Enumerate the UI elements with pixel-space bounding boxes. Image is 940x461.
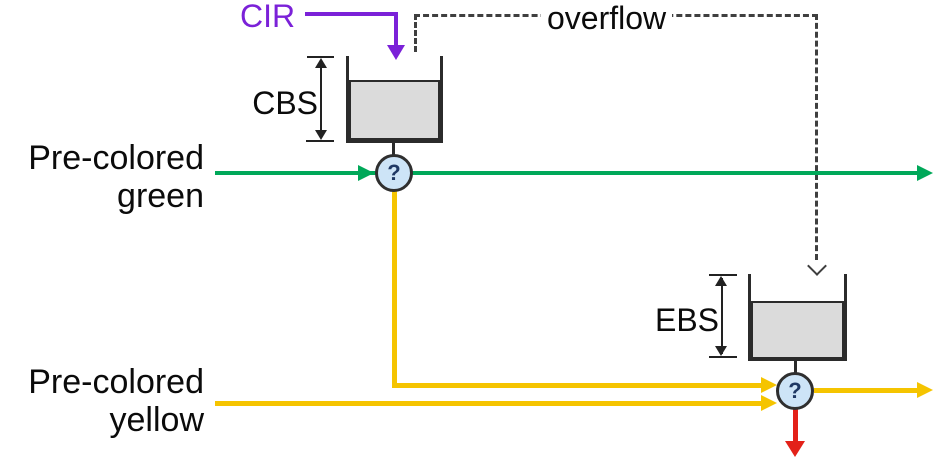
cbs-mixing-valve: ?	[375, 154, 413, 192]
overflow-line-down	[815, 14, 818, 260]
ebs-dimension-up-arrow-icon	[715, 276, 727, 286]
ebs-buffer-fill	[751, 301, 844, 359]
overflow-label: overflow	[541, 1, 673, 35]
cbs-buffer-tank	[346, 56, 443, 143]
input-yellow-label-line1: Pre-colored	[28, 363, 204, 401]
cbs-dimension-bottom-cap	[306, 140, 334, 142]
yellow-flow-line	[215, 401, 761, 406]
cir-arrowhead-icon	[387, 45, 405, 60]
ebs-outlet-stem	[794, 361, 797, 373]
red-output-arrowhead-icon	[785, 441, 805, 457]
green-flow-line	[215, 171, 917, 175]
input-green-label-line1: Pre-colored	[28, 139, 204, 177]
ebs-label: EBS	[654, 302, 719, 338]
ebs-valve-question-icon: ?	[788, 378, 802, 403]
yellow-arrowhead-mid-icon	[761, 395, 777, 411]
cbs-outlet-stem	[392, 143, 395, 155]
cir-line-vertical	[394, 12, 398, 46]
cbs-buffer-fill	[349, 80, 440, 140]
input-green-label: Pre-colored green	[0, 139, 204, 215]
green-arrowhead-end-icon	[917, 165, 933, 181]
cbs-label: CBS	[252, 85, 318, 121]
cbs-valve-question-icon: ?	[387, 160, 401, 185]
cbs-dimension-top-cap	[307, 56, 334, 58]
overflow-line-start	[414, 14, 417, 52]
ebs-dimension-line	[721, 278, 723, 354]
ebs-dimension-top-cap	[709, 274, 737, 276]
yellow-branch-horizontal	[392, 383, 761, 388]
yellow-output-arrowhead-icon	[917, 382, 933, 398]
red-output-line	[793, 409, 798, 442]
cir-label: CIR	[240, 0, 296, 34]
cir-line-horizontal	[305, 12, 398, 16]
input-green-label-line2: green	[117, 177, 204, 215]
ebs-mixing-valve: ?	[776, 372, 814, 410]
yellow-output-line	[814, 388, 917, 393]
yellow-branch-vertical	[392, 190, 397, 387]
cbs-dimension-down-arrow-icon	[315, 130, 327, 140]
yellow-branch-arrowhead-icon	[761, 377, 777, 393]
ebs-buffer-tank	[748, 274, 847, 361]
cbs-dimension-line	[320, 60, 322, 138]
ebs-dimension-bottom-cap	[709, 356, 737, 358]
input-yellow-label-line2: yellow	[109, 401, 204, 439]
input-yellow-label: Pre-colored yellow	[0, 363, 204, 439]
ebs-dimension-down-arrow-icon	[715, 346, 727, 356]
cbs-dimension-up-arrow-icon	[315, 58, 327, 68]
